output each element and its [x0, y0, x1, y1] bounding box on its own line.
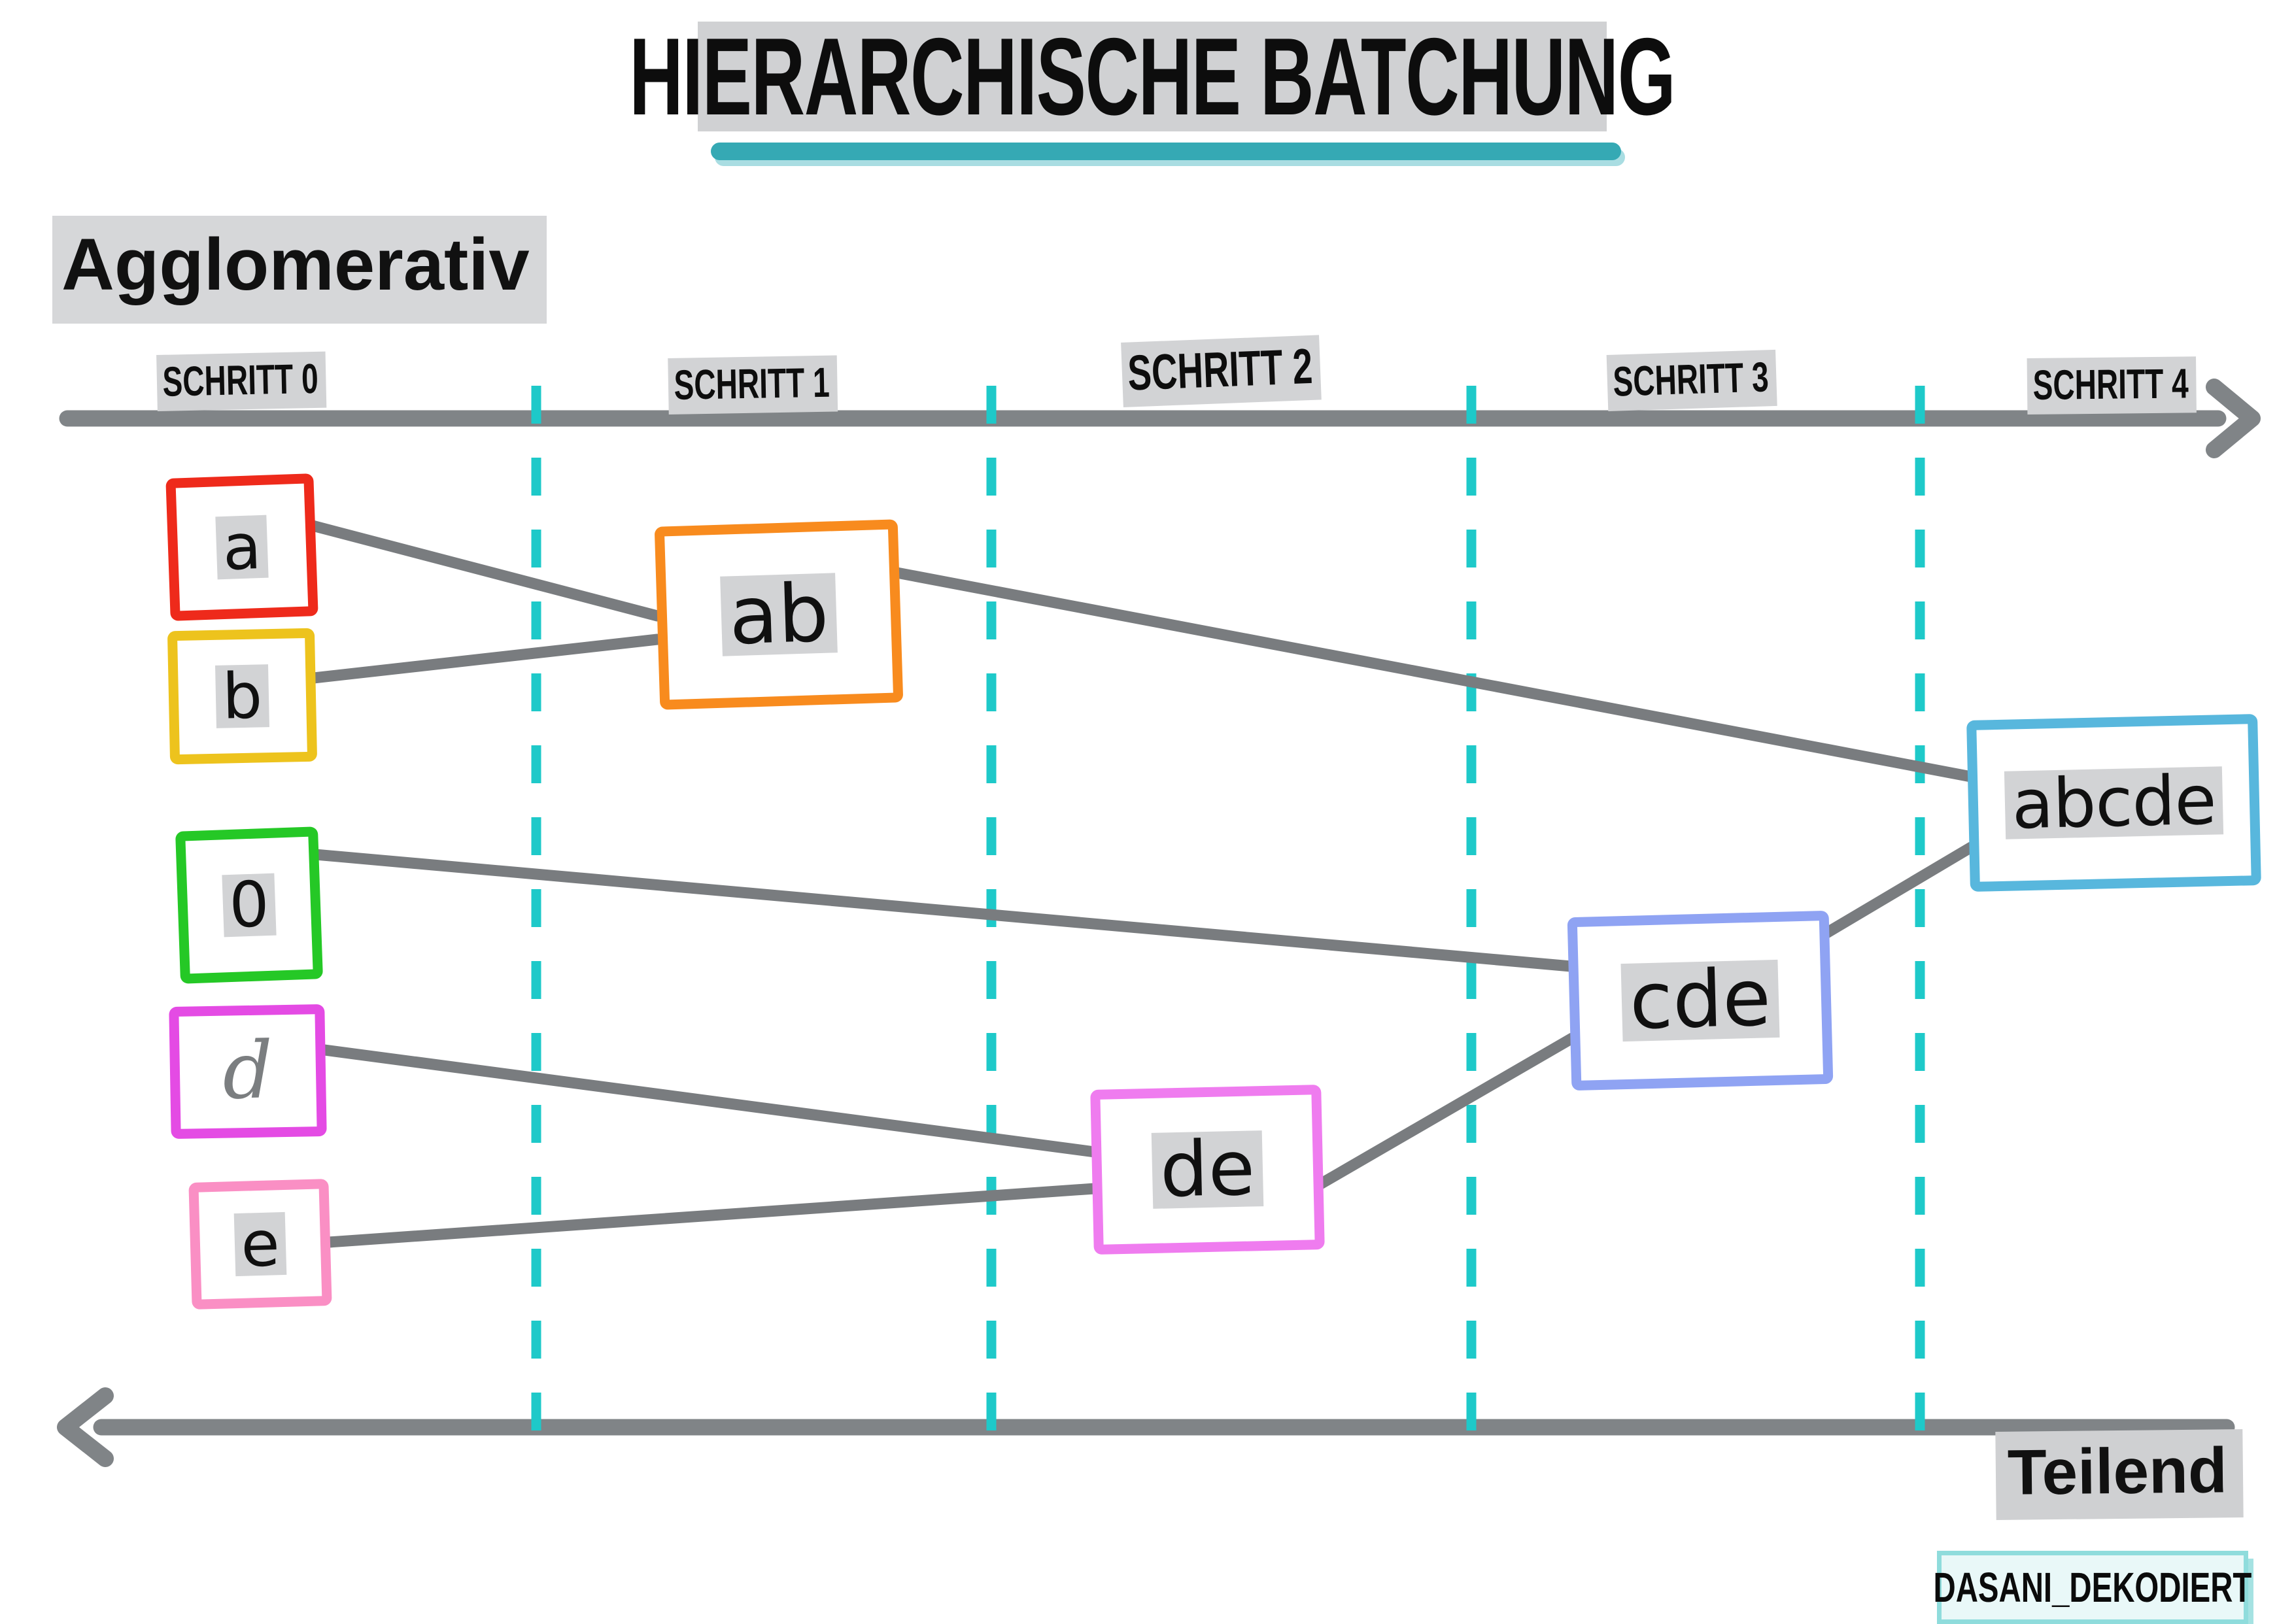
page-title: HIERARCHISCHE BATCHUNG	[629, 14, 1675, 138]
merge-edges	[290, 516, 1977, 1249]
divisive-label: Teilend	[1995, 1429, 2244, 1520]
footer-badge: DASANI_DEKODIERT	[1934, 1551, 2251, 1624]
step-divider-lines	[531, 386, 1925, 1459]
footer-badge-text: DASANI_DEKODIERT	[1933, 1564, 2252, 1611]
step-label-0: SCHRITT 0	[156, 351, 327, 411]
step-label-2: SCHRITT 2	[1121, 335, 1322, 407]
edge-ab-abcde	[870, 563, 1977, 783]
edge-e-de	[304, 1183, 1101, 1249]
edge-a-ab	[292, 516, 663, 622]
page-title-block: HIERARCHISCHE BATCHUNG	[629, 15, 1675, 138]
arrow-left-icon	[57, 1387, 114, 1467]
step-label-4: SCHRITT 4	[2027, 356, 2197, 414]
step-label-1: SCHRITT 1	[668, 355, 838, 414]
timeline-axes	[57, 379, 2261, 1467]
title-underline	[711, 143, 1621, 160]
edge-cde-abcde	[1804, 841, 1977, 949]
arrow-right-icon	[2206, 379, 2261, 458]
edge-d-de	[299, 1041, 1101, 1158]
edge-b-ab	[290, 634, 663, 686]
edge-de-cde	[1295, 1032, 1578, 1201]
step-label-3: SCHRITT 3	[1606, 349, 1777, 411]
edge-c-cde	[295, 847, 1577, 972]
agglomerative-label: Agglomerativ	[52, 216, 547, 324]
